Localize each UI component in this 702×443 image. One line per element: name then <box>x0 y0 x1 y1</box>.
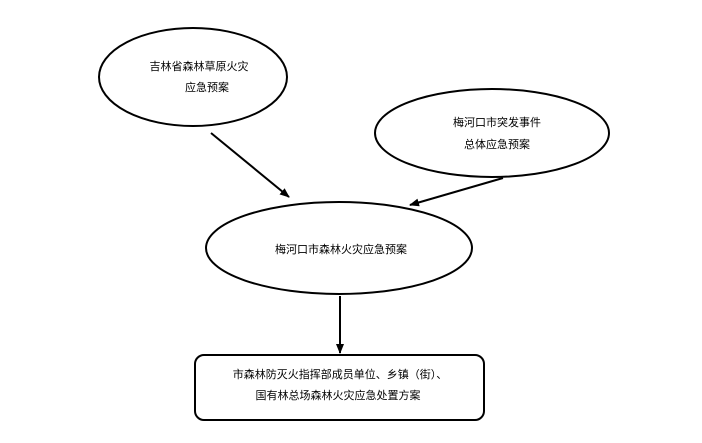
node-meihekou-forest-plan-line1: 梅河口市森林火灾应急预案 <box>275 242 407 256</box>
node-meihekou-general-plan: 梅河口市突发事件 总体应急预案 <box>374 88 610 178</box>
arrow-general-to-forest-plan <box>409 177 504 207</box>
node-meihekou-general-plan-line1: 梅河口市突发事件 <box>453 115 541 129</box>
node-jilin-plan: 吉林省森林草原火灾 应急预案 <box>98 27 288 127</box>
node-disposal-plan: 市森林防灭火指挥部成员单位、乡镇（街）、 国有林总场森林火灾应急处置方案 <box>194 354 485 421</box>
node-jilin-plan-shape <box>98 27 288 127</box>
node-disposal-plan-line2: 国有林总场森林火灾应急处置方案 <box>256 388 421 402</box>
node-disposal-plan-line1: 市森林防灭火指挥部成员单位、乡镇（街）、 <box>233 367 448 381</box>
node-meihekou-general-plan-line2: 总体应急预案 <box>464 137 530 151</box>
node-meihekou-forest-plan-shape <box>205 201 473 295</box>
node-meihekou-general-plan-shape <box>374 88 610 178</box>
node-disposal-plan-shape <box>194 354 485 421</box>
node-jilin-plan-line2: 应急预案 <box>185 80 229 94</box>
node-meihekou-forest-plan: 梅河口市森林火灾应急预案 <box>205 201 473 295</box>
arrow-jilin-to-forest-plan <box>210 132 290 198</box>
node-jilin-plan-line1: 吉林省森林草原火灾 <box>150 59 249 73</box>
